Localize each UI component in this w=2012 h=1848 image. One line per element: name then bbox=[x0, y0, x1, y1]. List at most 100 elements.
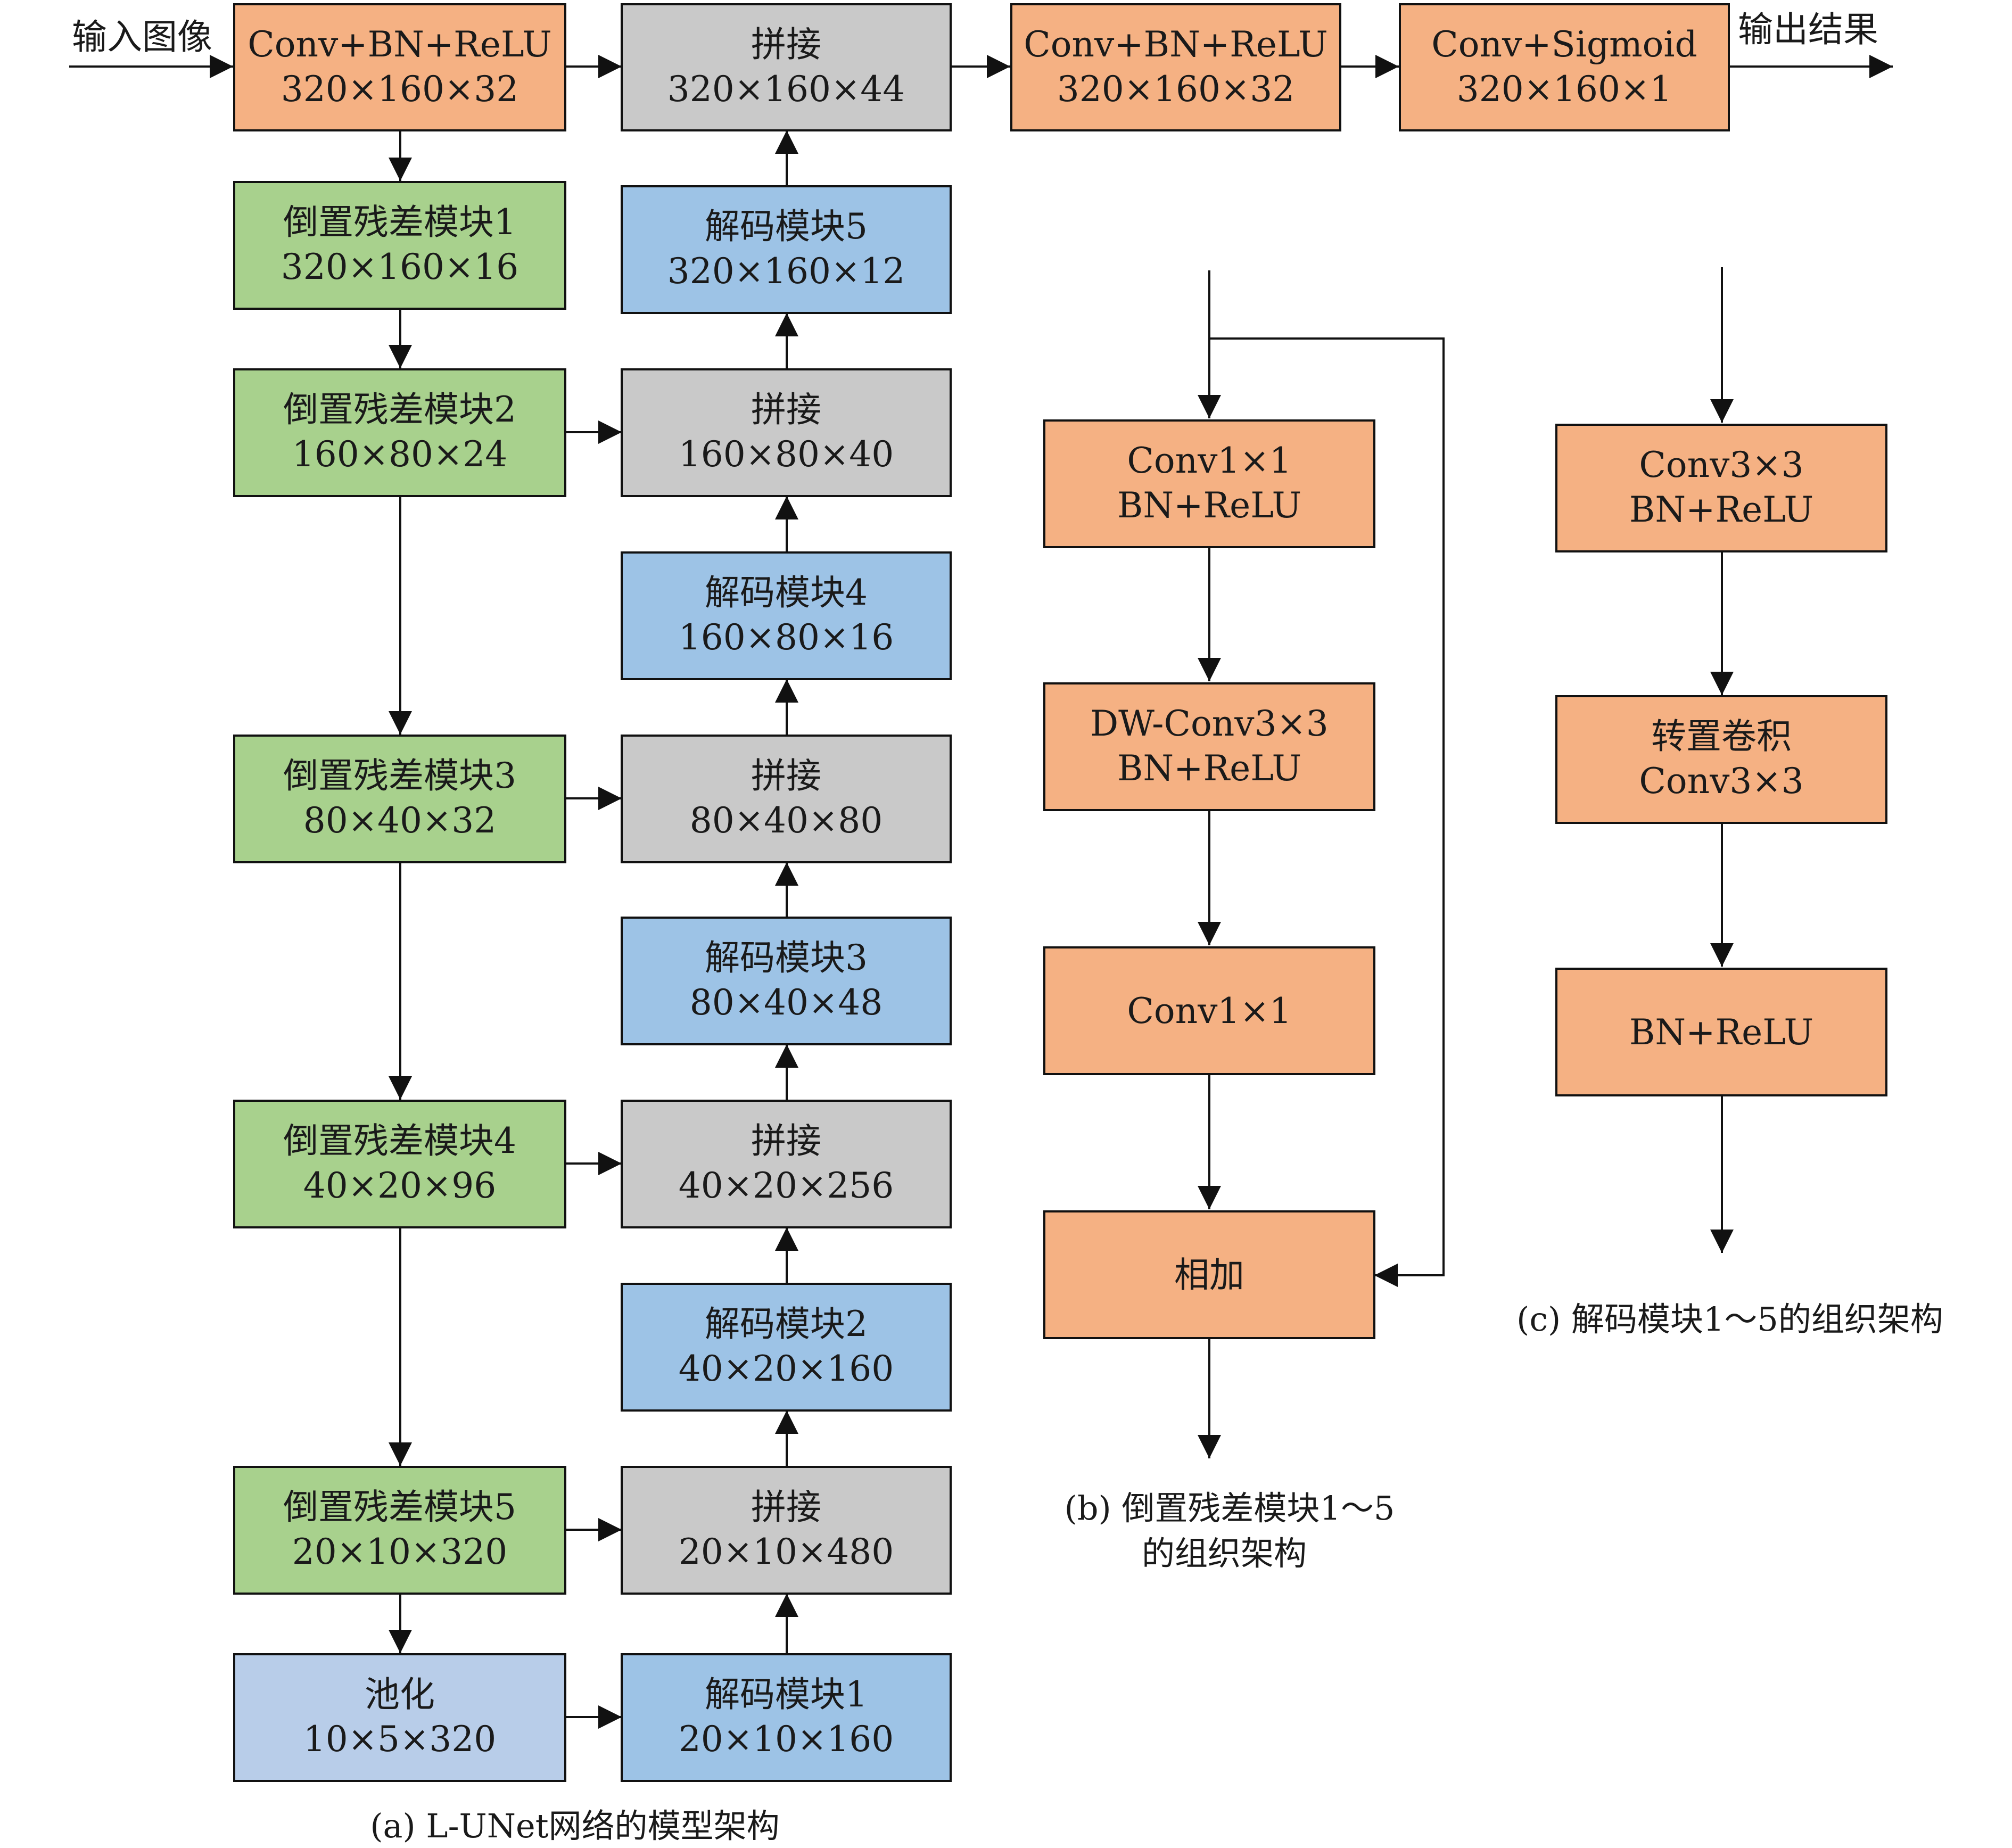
encoder-block-rect bbox=[233, 1466, 566, 1595]
decoder-block: 拼接 320×160×44 bbox=[621, 3, 952, 131]
decoder-block-rect bbox=[621, 551, 952, 680]
panel-c-caption: (c) 解码模块1～5的组织架构 bbox=[1516, 1300, 1943, 1339]
panel-c: Conv3×3 BN+ReLU 转置卷积 Conv3×3 BN+ReLU (c)… bbox=[1516, 267, 1943, 1339]
encoder-block: 倒置残差模块5 20×10×320 bbox=[233, 1466, 566, 1595]
encoder-block-shape: 40×20×96 bbox=[303, 1165, 497, 1206]
panel-a-decoder: 拼接 320×160×44 解码模块5 320×160×12 拼接 160×80… bbox=[621, 3, 952, 1782]
encoder-block-title: Conv+BN+ReLU bbox=[248, 24, 551, 65]
decode-module-block-line1: 转置卷积 bbox=[1651, 716, 1792, 757]
encoder-block: 倒置残差模块2 160×80×24 bbox=[233, 368, 566, 497]
decode-module-block-rect bbox=[1555, 695, 1887, 824]
encoder-block-rect bbox=[233, 3, 566, 131]
b-residual-connection bbox=[1209, 337, 1445, 1287]
output-label: 输出结果 bbox=[1738, 9, 1878, 50]
panel-a-head: Conv+BN+ReLU 320×160×32 Conv+Sigmoid 320… bbox=[1010, 3, 1730, 131]
encoder-block-title: 倒置残差模块4 bbox=[283, 1120, 516, 1161]
decoder-block-shape: 320×160×44 bbox=[667, 69, 905, 110]
decoder-block-title: 解码模块4 bbox=[705, 572, 868, 613]
encoder-block-rect bbox=[233, 735, 566, 863]
decoder-block: 解码模块1 20×10×160 bbox=[621, 1653, 952, 1782]
decoder-block-shape: 80×40×48 bbox=[690, 982, 883, 1023]
decoder-block: 解码模块3 80×40×48 bbox=[621, 917, 952, 1045]
panel-b-caption-line2: 的组织架构 bbox=[1142, 1534, 1307, 1573]
encoder-block: 倒置残差模块1 320×160×16 bbox=[233, 181, 566, 310]
panel-a-encoder: Conv+BN+ReLU 320×160×32 倒置残差模块1 320×160×… bbox=[233, 3, 566, 1782]
residual-block-rect bbox=[1043, 1210, 1375, 1339]
decode-module-block-rect bbox=[1555, 968, 1887, 1096]
panel-b: Conv1×1 BN+ReLU DW-Conv3×3 BN+ReLU Conv1… bbox=[1043, 270, 1445, 1573]
residual-block-rect bbox=[1043, 682, 1375, 811]
decoder-block-shape: 20×10×160 bbox=[679, 1719, 894, 1760]
decode-module-block: 转置卷积 Conv3×3 bbox=[1555, 695, 1887, 824]
decoder-block-rect bbox=[621, 368, 952, 497]
decoder-block-title: 拼接 bbox=[751, 24, 821, 65]
encoder-block-title: 倒置残差模块1 bbox=[283, 202, 516, 243]
encoder-block-shape: 80×40×32 bbox=[303, 800, 497, 841]
decode-module-block: Conv3×3 BN+ReLU bbox=[1555, 424, 1887, 552]
decoder-block-rect bbox=[621, 3, 952, 131]
decoder-block-title: 解码模块5 bbox=[705, 206, 868, 247]
decoder-block-rect bbox=[621, 1466, 952, 1595]
decoder-block: 解码模块4 160×80×16 bbox=[621, 551, 952, 680]
input-label: 输入图像 bbox=[72, 16, 212, 57]
encoder-block-title: 倒置残差模块5 bbox=[283, 1487, 516, 1528]
encoder-block: 倒置残差模块4 40×20×96 bbox=[233, 1100, 566, 1228]
head-block-shape: 320×160×32 bbox=[1057, 69, 1295, 110]
encoder-block-rect bbox=[233, 368, 566, 497]
decoder-block-shape: 40×20×160 bbox=[679, 1348, 894, 1389]
residual-block: 相加 bbox=[1043, 1210, 1375, 1339]
encoder-block: 池化 10×5×320 bbox=[233, 1653, 566, 1782]
encoder-block-shape: 320×160×16 bbox=[281, 246, 519, 287]
decode-module-block: BN+ReLU bbox=[1555, 968, 1887, 1096]
head-block-title: Conv+BN+ReLU bbox=[1024, 24, 1327, 65]
head-block-rect bbox=[1399, 3, 1730, 131]
decoder-block-title: 解码模块1 bbox=[705, 1674, 868, 1715]
decoder-block-rect bbox=[621, 917, 952, 1045]
decoder-block-rect bbox=[621, 735, 952, 863]
decode-module-block-line1: BN+ReLU bbox=[1629, 1012, 1813, 1053]
encoder-block-shape: 160×80×24 bbox=[292, 434, 508, 475]
encoder-block-title: 倒置残差模块2 bbox=[283, 389, 516, 430]
decode-module-block-line2: Conv3×3 bbox=[1639, 761, 1803, 802]
decoder-block: 拼接 40×20×256 bbox=[621, 1100, 952, 1228]
panel-a-connectors bbox=[69, 55, 1893, 1729]
decode-module-block-line2: BN+ReLU bbox=[1629, 489, 1813, 530]
panel-b-caption-line1: (b) 倒置残差模块1～5 bbox=[1065, 1489, 1395, 1528]
decoder-block-rect bbox=[621, 185, 952, 314]
head-block: Conv+BN+ReLU 320×160×32 bbox=[1010, 3, 1341, 131]
decoder-block-rect bbox=[621, 1283, 952, 1412]
decoder-block-rect bbox=[621, 1100, 952, 1228]
decoder-block: 拼接 20×10×480 bbox=[621, 1466, 952, 1595]
encoder-block-shape: 20×10×320 bbox=[292, 1531, 508, 1572]
residual-block-rect bbox=[1043, 419, 1375, 548]
encoder-block: 倒置残差模块3 80×40×32 bbox=[233, 735, 566, 863]
residual-block-rect bbox=[1043, 946, 1375, 1075]
decode-module-block-line1: Conv3×3 bbox=[1639, 444, 1803, 485]
decoder-block-title: 解码模块3 bbox=[705, 937, 868, 978]
head-block-rect bbox=[1010, 3, 1341, 131]
head-block: Conv+Sigmoid 320×160×1 bbox=[1399, 3, 1730, 131]
residual-block-line2: BN+ReLU bbox=[1117, 485, 1301, 526]
encoder-block-rect bbox=[233, 1653, 566, 1782]
residual-block: Conv1×1 bbox=[1043, 946, 1375, 1075]
encoder-block-rect bbox=[233, 181, 566, 310]
decoder-block: 拼接 80×40×80 bbox=[621, 735, 952, 863]
decoder-block-title: 拼接 bbox=[751, 1120, 821, 1161]
encoder-block-title: 倒置残差模块3 bbox=[283, 755, 516, 796]
residual-block-line1: Conv1×1 bbox=[1127, 440, 1291, 481]
encoder-block-shape: 10×5×320 bbox=[303, 1719, 497, 1760]
residual-block-line2: BN+ReLU bbox=[1117, 748, 1301, 789]
decoder-block-shape: 80×40×80 bbox=[690, 800, 883, 841]
decoder-block-shape: 320×160×12 bbox=[667, 251, 905, 292]
residual-block-line1: DW-Conv3×3 bbox=[1090, 703, 1329, 744]
decoder-block-shape: 160×80×40 bbox=[679, 434, 894, 475]
decoder-block-title: 拼接 bbox=[751, 755, 821, 796]
head-block-shape: 320×160×1 bbox=[1457, 69, 1672, 110]
decoder-block-shape: 40×20×256 bbox=[679, 1165, 894, 1206]
decoder-block: 解码模块2 40×20×160 bbox=[621, 1283, 952, 1412]
decoder-block-rect bbox=[621, 1653, 952, 1782]
decoder-block-title: 拼接 bbox=[751, 1487, 821, 1528]
decoder-block: 解码模块5 320×160×12 bbox=[621, 185, 952, 314]
head-block-title: Conv+Sigmoid bbox=[1431, 24, 1697, 65]
